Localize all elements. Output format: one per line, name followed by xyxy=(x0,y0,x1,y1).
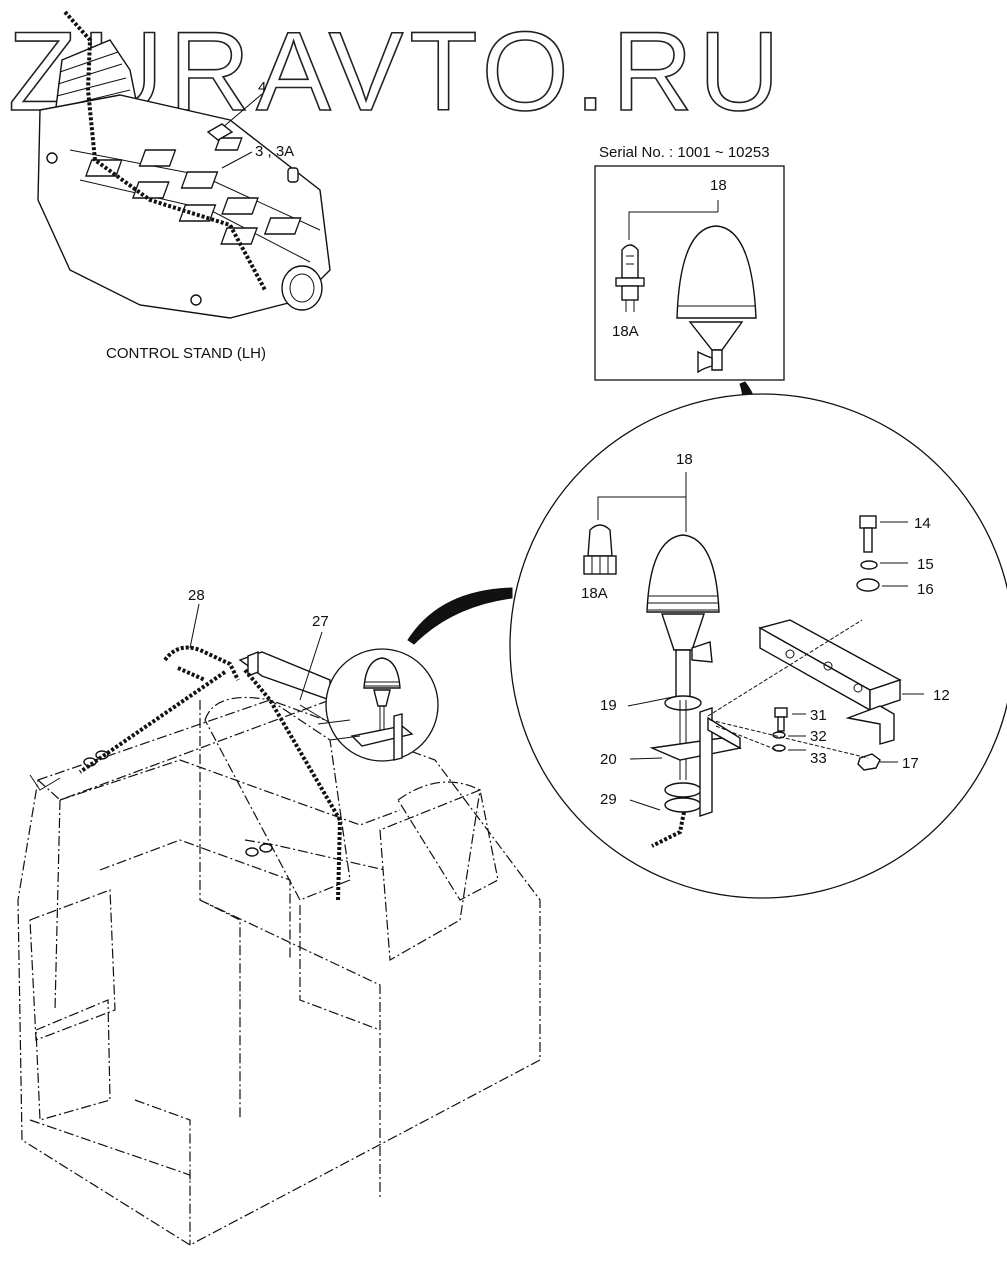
callout-18a-box: 18A xyxy=(612,323,639,340)
washer-15-icon xyxy=(860,560,878,570)
callout-17: 17 xyxy=(902,755,919,772)
detail-circle xyxy=(509,393,1007,899)
serial-note: Serial No. : 1001 ~ 10253 xyxy=(599,144,770,161)
cab-drawing xyxy=(17,645,541,1246)
callout-16: 16 xyxy=(917,581,934,598)
callout-18-circle: 18 xyxy=(676,451,693,468)
detail-arrow-lower-icon xyxy=(407,587,513,645)
callout-3-3a: 3 , 3A xyxy=(255,143,294,160)
callout-19: 19 xyxy=(600,697,617,714)
callout-33: 33 xyxy=(810,750,827,767)
washer-33-icon xyxy=(772,744,786,752)
callout-28: 28 xyxy=(188,587,205,604)
control-stand-drawing xyxy=(37,10,331,319)
callout-27: 27 xyxy=(312,613,329,630)
callout-20: 20 xyxy=(600,751,617,768)
callout-31: 31 xyxy=(810,707,827,724)
control-stand-caption: CONTROL STAND (LH) xyxy=(106,345,266,362)
callout-32: 32 xyxy=(810,728,827,745)
bar-12 xyxy=(758,619,902,745)
callout-15: 15 xyxy=(917,556,934,573)
callout-14: 14 xyxy=(914,515,931,532)
beacon-detail-icon xyxy=(646,534,720,813)
washer-16-icon xyxy=(856,578,880,592)
nut-17-icon xyxy=(857,753,881,771)
beacon-lamp-icon xyxy=(676,225,757,374)
cab-beacon-icon xyxy=(350,657,414,761)
washer-32-icon xyxy=(772,731,786,739)
callout-4: 4 xyxy=(258,79,266,96)
bolt-31-icon xyxy=(774,707,788,732)
callout-18a-circle: 18A xyxy=(581,585,608,602)
callout-18-box: 18 xyxy=(710,177,727,194)
bolt-14-icon xyxy=(859,515,877,553)
bulb-18a-icon xyxy=(615,244,645,312)
callout-29: 29 xyxy=(600,791,617,808)
connector-18a-icon xyxy=(583,524,617,575)
callout-12: 12 xyxy=(933,687,950,704)
